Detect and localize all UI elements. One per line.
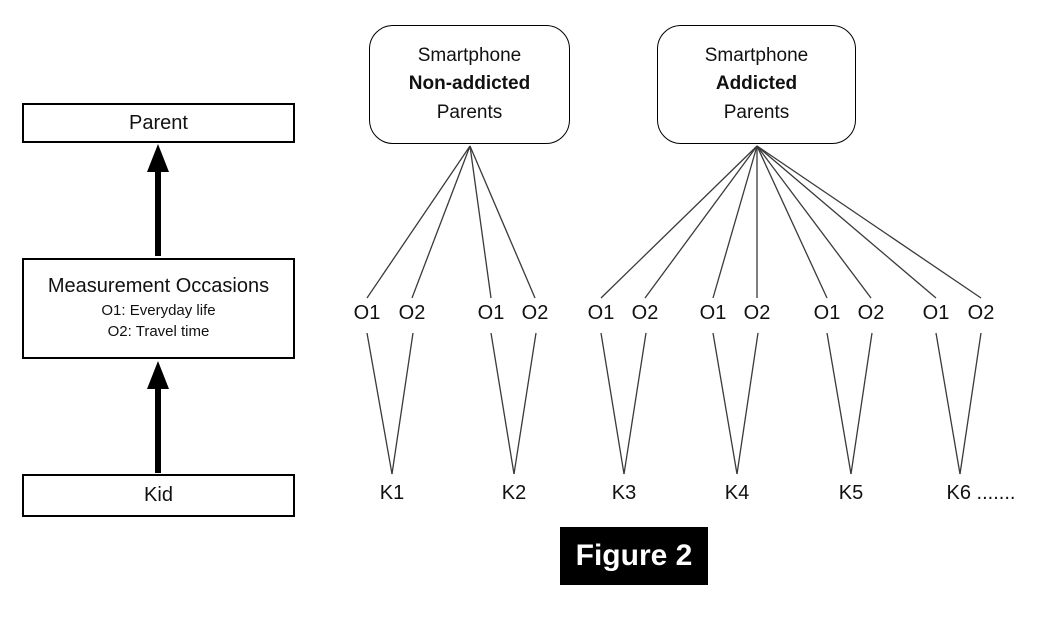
arrow-kid-to-occasions	[147, 361, 169, 473]
fan-addicted	[600, 145, 982, 299]
figure-caption-box: Figure 2	[560, 527, 708, 585]
non-addicted-line1: Smartphone	[417, 45, 522, 67]
occasion-label-k5-o1: O1	[813, 302, 841, 324]
occasion-label-k2-o2: O2	[521, 302, 549, 324]
occasion-label-k1-o2: O2	[398, 302, 426, 324]
non-addicted-line3: Parents	[436, 101, 503, 123]
addicted-line1: Smartphone	[704, 45, 809, 67]
kid-label-k2: K2	[501, 482, 527, 504]
kid-label-k5: K5	[838, 482, 864, 504]
kid-box: Kid	[22, 474, 295, 517]
measurement-occasion-2: O2: Travel time	[107, 322, 210, 340]
addicted-line2: Addicted	[715, 73, 798, 95]
occasion-label-k5-o2: O2	[857, 302, 885, 324]
arrow-occasions-to-parent	[147, 144, 169, 256]
addicted-line3: Parents	[723, 101, 790, 123]
measurement-occasions-box: Measurement Occasions O1: Everyday life …	[22, 258, 295, 359]
kid-box-label: Kid	[144, 484, 173, 506]
occasion-label-k3-o2: O2	[631, 302, 659, 324]
non-addicted-line2: Non-addicted	[408, 73, 531, 95]
figure-caption-text: Figure 2	[575, 539, 693, 572]
measurement-occasions-title: Measurement Occasions	[47, 275, 270, 298]
kid-label-k6: K6 .......	[946, 482, 1016, 504]
occasion-label-k6-o2: O2	[967, 302, 995, 324]
kid-label-k3: K3	[611, 482, 637, 504]
occasion-label-k4-o1: O1	[699, 302, 727, 324]
occasion-label-k6-o1: O1	[922, 302, 950, 324]
occasion-label-k2-o1: O1	[477, 302, 505, 324]
occasions-to-kids	[366, 332, 982, 475]
occasion-label-k3-o1: O1	[587, 302, 615, 324]
non-addicted-parents-box: Smartphone Non-addicted Parents	[369, 25, 570, 144]
fan-non-addicted	[366, 145, 536, 299]
measurement-occasion-1: O1: Everyday life	[101, 302, 216, 320]
kid-label-k4: K4	[724, 482, 750, 504]
kid-label-k1: K1	[379, 482, 405, 504]
addicted-parents-box: Smartphone Addicted Parents	[657, 25, 856, 144]
occasion-label-k1-o1: O1	[353, 302, 381, 324]
parent-box: Parent	[22, 103, 295, 143]
occasion-label-k4-o2: O2	[743, 302, 771, 324]
parent-box-label: Parent	[129, 111, 188, 134]
